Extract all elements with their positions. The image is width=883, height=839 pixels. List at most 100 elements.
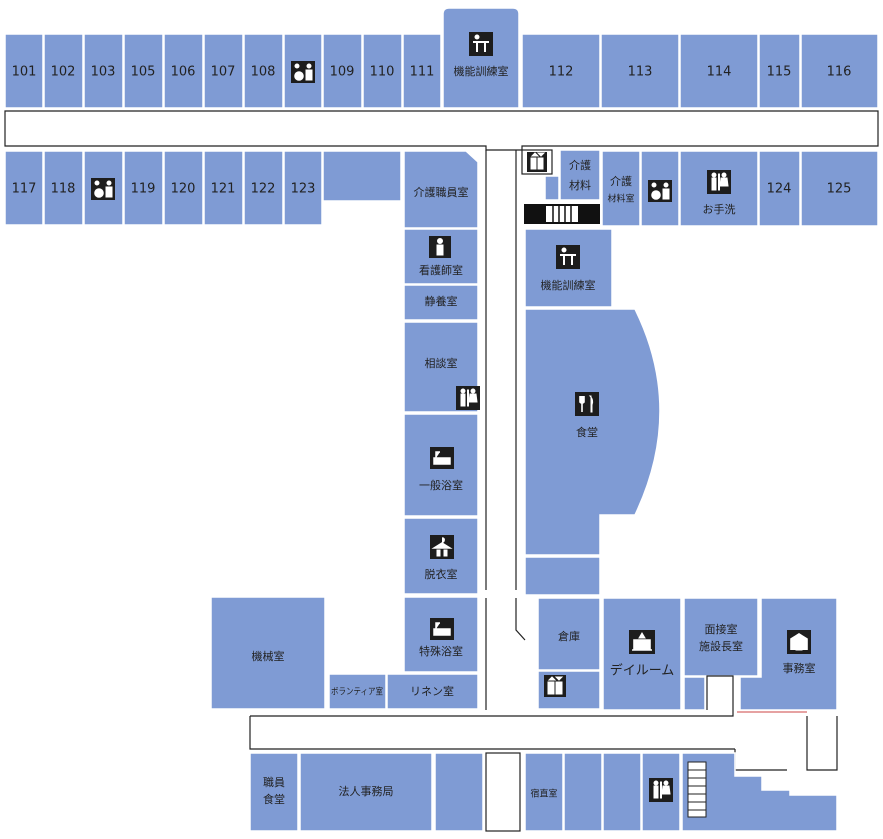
care-material[interactable]	[559, 149, 601, 201]
bottom-room-b[interactable]	[563, 752, 603, 832]
bottom-corridor	[249, 675, 838, 771]
room-117[interactable]	[4, 150, 44, 226]
label-110: 110	[370, 65, 395, 80]
room-116[interactable]	[800, 33, 879, 109]
room-107[interactable]	[203, 33, 244, 109]
room-106[interactable]	[163, 33, 204, 109]
room-119[interactable]	[123, 150, 164, 226]
staff-dining[interactable]	[249, 752, 299, 832]
label-102: 102	[51, 65, 76, 80]
label-storage: 倉庫	[558, 629, 580, 643]
toilet-icon	[707, 170, 731, 194]
room-105[interactable]	[123, 33, 164, 109]
room-114[interactable]	[679, 33, 759, 109]
room-121[interactable]	[203, 150, 244, 226]
label-114: 114	[707, 65, 732, 80]
storage-room[interactable]	[537, 597, 601, 671]
room-112[interactable]	[521, 33, 601, 109]
label-volunteer: ボランティア室	[331, 686, 383, 698]
corp-office[interactable]	[299, 752, 433, 832]
room-labels: 101 102 103 105 106 107 108 109 110 111 …	[12, 65, 852, 197]
room-124[interactable]	[758, 150, 801, 227]
label-special-bath: 特殊浴室	[419, 644, 463, 658]
label-107: 107	[211, 65, 236, 80]
room-123[interactable]	[283, 150, 323, 226]
linen-room[interactable]	[386, 673, 479, 710]
care-material-room[interactable]	[601, 150, 641, 227]
label-rehab-mid: 機能訓練室	[541, 278, 596, 292]
label-106: 106	[171, 65, 196, 80]
accessible-toilet-top[interactable]	[283, 33, 323, 109]
accessible-toilet-icon	[648, 180, 672, 202]
label-staff-dining-2: 食堂	[263, 792, 285, 806]
room-111[interactable]	[402, 33, 442, 109]
room-109[interactable]	[322, 33, 363, 109]
toilet-icon	[649, 778, 673, 802]
room-120[interactable]	[163, 150, 204, 226]
room-102[interactable]	[43, 33, 84, 109]
nurse-icon	[429, 236, 451, 258]
rehab-icon	[469, 32, 493, 56]
icons	[91, 32, 811, 802]
label-corp-office: 法人事務局	[339, 784, 394, 798]
bottom-room-c[interactable]	[602, 752, 642, 832]
label-122: 122	[251, 182, 276, 197]
label-120: 120	[171, 182, 196, 197]
interview-annex[interactable]	[683, 676, 706, 711]
label-119: 119	[131, 182, 156, 197]
room-101[interactable]	[4, 33, 44, 109]
label-101: 101	[12, 65, 37, 80]
left-wing	[210, 150, 479, 710]
bottom-stair-room[interactable]	[681, 752, 838, 832]
right-wing	[524, 228, 838, 711]
label-111: 111	[410, 65, 435, 80]
storage-blank-left[interactable]	[322, 150, 402, 202]
bottom-row	[249, 752, 838, 832]
dayroom-icon	[629, 630, 655, 654]
washroom[interactable]	[679, 150, 759, 227]
accessible-toilet-icon	[291, 61, 315, 83]
pillar-small	[544, 175, 560, 201]
label-care-material-room-1: 介護	[610, 174, 632, 188]
rehab-room-top[interactable]	[442, 7, 520, 109]
dining-hall[interactable]	[524, 308, 661, 556]
room-122[interactable]	[243, 150, 284, 226]
rest-room[interactable]	[403, 284, 479, 321]
dining-annex[interactable]	[524, 556, 601, 596]
label-112: 112	[549, 65, 574, 80]
label-117: 117	[12, 182, 37, 197]
bottom-corridor-gap	[485, 752, 521, 832]
duty-room[interactable]	[524, 752, 564, 832]
room-103[interactable]	[83, 33, 124, 109]
care-staff-room[interactable]	[403, 150, 479, 229]
room-118[interactable]	[43, 150, 84, 226]
label-115: 115	[767, 65, 792, 80]
label-washroom: お手洗	[703, 202, 736, 216]
room-115[interactable]	[758, 33, 801, 109]
label-103: 103	[91, 65, 116, 80]
bottom-room-a[interactable]	[434, 752, 484, 832]
dressing-icon	[430, 535, 454, 559]
label-123: 123	[291, 182, 316, 197]
label-general-bath: 一般浴室	[419, 478, 463, 492]
bottom-stairs	[687, 761, 707, 818]
room-125[interactable]	[800, 150, 879, 227]
room-113[interactable]	[600, 33, 680, 109]
top-row-rooms	[4, 7, 879, 109]
bottom-stairs-steps	[688, 769, 706, 811]
label-care-staff: 介護職員室	[414, 185, 469, 199]
named-labels: 機能訓練室 介護職員室 看護師室 静養室 相談室 一般浴室 脱衣室 特殊浴室 機…	[252, 64, 816, 806]
label-108: 108	[251, 65, 276, 80]
interview-room[interactable]	[683, 597, 759, 677]
label-office: 事務室	[783, 661, 816, 675]
label-interview-1: 面接室	[705, 622, 738, 636]
label-dayroom: デイルーム	[610, 663, 675, 679]
label-duty-room: 宿直室	[530, 788, 557, 800]
room-108[interactable]	[243, 33, 284, 109]
room-110[interactable]	[362, 33, 403, 109]
label-care-material-2: 材料	[569, 178, 591, 192]
machine-room[interactable]	[210, 596, 326, 710]
label-consult: 相談室	[425, 356, 458, 370]
volunteer-room[interactable]	[328, 673, 387, 710]
